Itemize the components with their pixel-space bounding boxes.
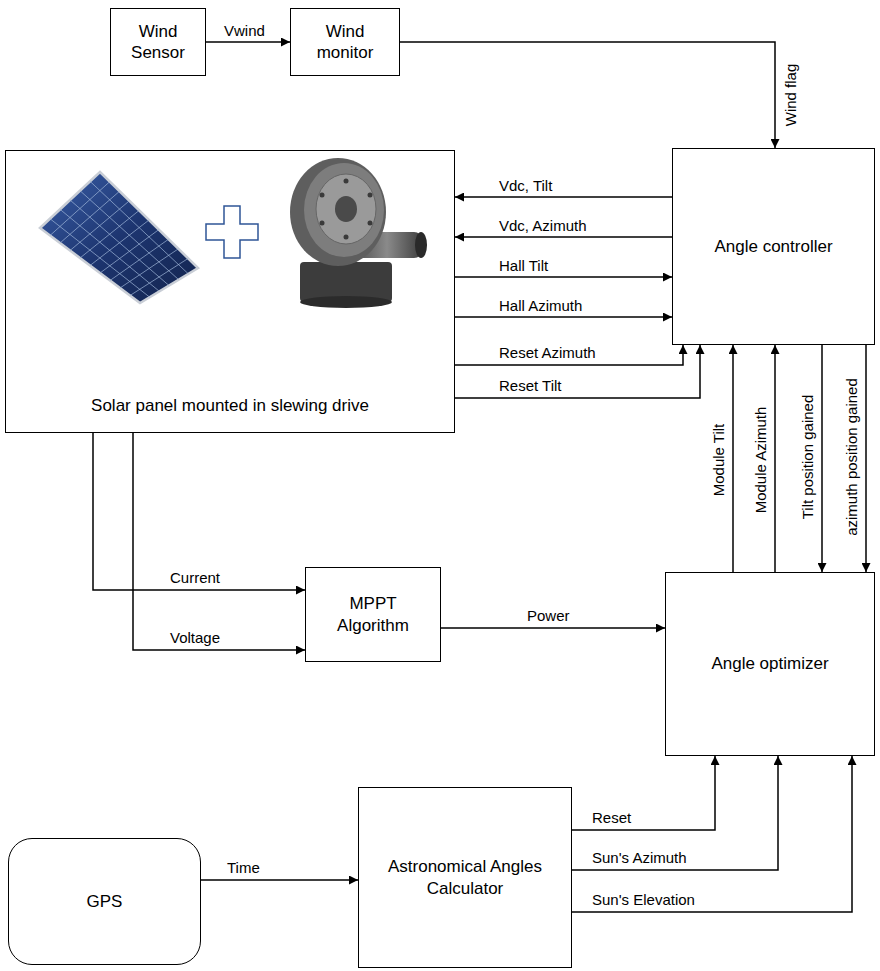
gps-box: GPS	[8, 838, 201, 965]
signal-label: Module Azimuth	[752, 405, 769, 516]
signal-arrow	[774, 345, 776, 572]
signal-arrow	[572, 756, 852, 912]
signal-arrow	[455, 196, 672, 198]
mppt-box: MPPT Algorithm	[305, 567, 441, 662]
signal-arrow	[732, 345, 734, 572]
signal-label: Current	[168, 569, 222, 586]
calculator-box: Astronomical Angles Calculator	[358, 787, 572, 968]
signal-label: Time	[225, 859, 262, 876]
signal-label: azimuth position gained	[843, 376, 860, 538]
signal-arrow	[455, 276, 672, 278]
signal-arrow	[455, 236, 672, 238]
solar-panel-picture	[40, 172, 198, 303]
signal-arrow	[455, 345, 700, 398]
signal-label: Power	[525, 607, 572, 624]
signal-label: Hall Tilt	[497, 257, 550, 274]
signal-arrow	[455, 316, 672, 318]
optimizer-box: Angle optimizer	[665, 572, 875, 756]
box-label: GPS	[87, 891, 123, 912]
signal-label: Sun's Azimuth	[590, 849, 689, 866]
signal-label: Voltage	[168, 629, 222, 646]
signal-label: Reset Tilt	[497, 377, 564, 394]
monitor-box: Wind monitor	[290, 8, 400, 76]
slewing-drive-picture	[290, 158, 427, 308]
box-label: Solar panel mounted in slewing drive	[91, 395, 369, 416]
sensor-box: Wind Sensor	[110, 8, 206, 76]
signal-arrow	[93, 433, 305, 590]
panel-drive-box: Solar panel mounted in slewing drive	[5, 150, 455, 433]
controller-box: Angle controller	[672, 148, 875, 345]
signal-arrow	[206, 41, 290, 43]
signal-label: Wind flag	[782, 62, 799, 129]
box-label: Wind monitor	[299, 21, 391, 64]
plus-symbol	[206, 206, 258, 258]
box-label: Angle optimizer	[711, 653, 828, 674]
signal-label: Module Tilt	[710, 422, 727, 499]
signal-label: Vwind	[222, 22, 267, 39]
box-label: MPPT Algorithm	[314, 593, 432, 636]
signal-arrow	[441, 627, 665, 629]
signal-arrow	[455, 345, 683, 365]
box-label: Astronomical Angles Calculator	[367, 856, 563, 899]
signal-arrow	[201, 879, 358, 881]
signal-arrow	[821, 345, 823, 572]
signal-label: Reset Azimuth	[497, 344, 598, 361]
signal-label: Reset	[590, 809, 633, 826]
signal-label: Tilt position gained	[799, 393, 816, 522]
signal-label: Vdc, Tilt	[497, 177, 554, 194]
signal-arrow	[572, 756, 778, 870]
box-label: Angle controller	[714, 236, 832, 257]
signal-arrow	[133, 433, 305, 650]
signal-arrow	[400, 42, 775, 148]
signal-label: Vdc, Azimuth	[497, 217, 589, 234]
signal-label: Hall Azimuth	[497, 297, 584, 314]
signal-arrow	[865, 345, 867, 572]
signal-label: Sun's Elevation	[590, 891, 697, 908]
box-label: Wind Sensor	[119, 21, 197, 64]
signal-arrow	[572, 756, 715, 830]
